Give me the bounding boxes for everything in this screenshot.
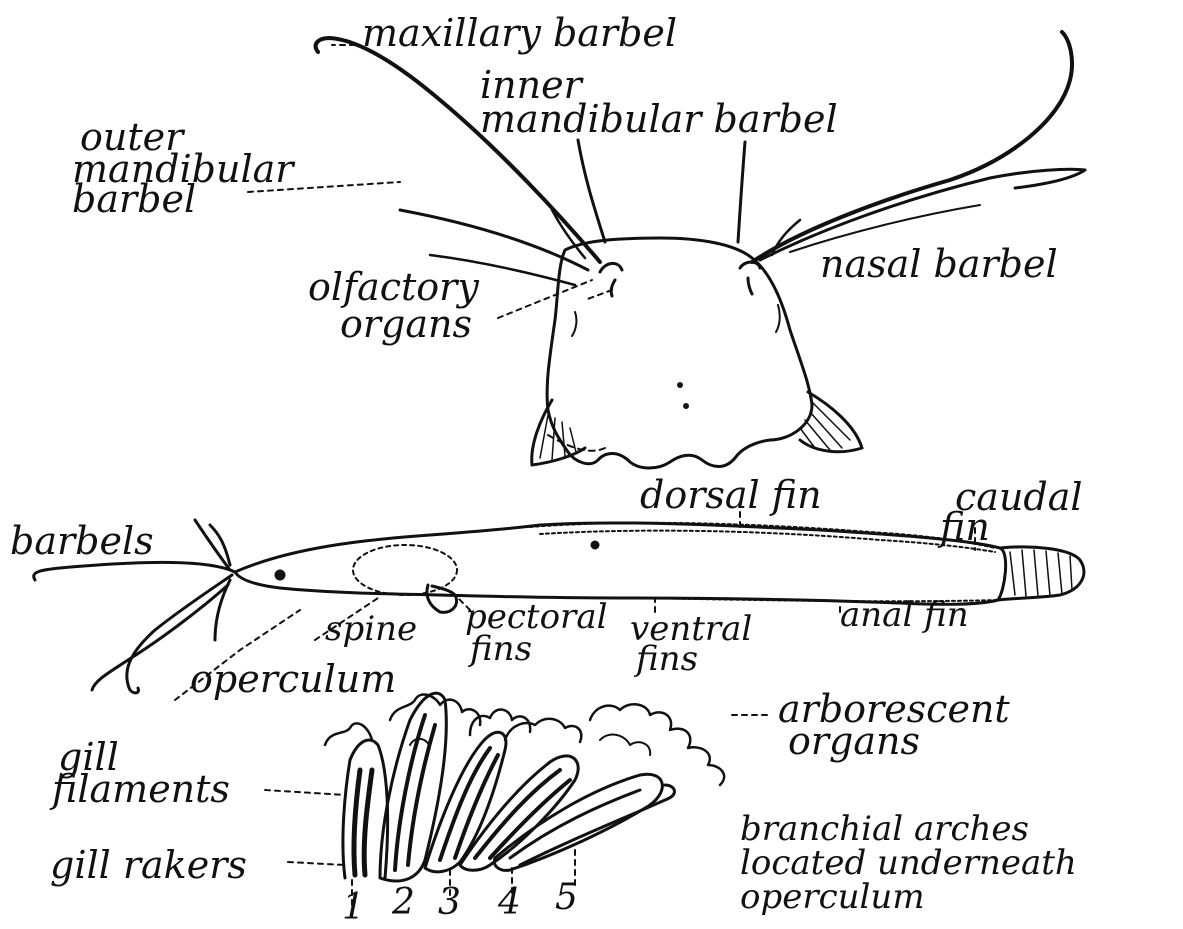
label-nasal-barbel: nasal barbel xyxy=(820,245,1058,283)
label-inner-mandibular-2: mandibular barbel xyxy=(480,100,838,138)
label-operculum-side: operculum xyxy=(190,660,396,698)
right-inner-mandibular-barbel xyxy=(738,142,745,242)
pectoral-spine xyxy=(427,585,457,612)
label-anal-fin: anal fin xyxy=(840,598,969,632)
arch-number-2: 2 xyxy=(392,885,415,921)
fish-body-outline xyxy=(235,523,1006,604)
label-olfactory-1: olfactory xyxy=(308,268,479,306)
label-spine: spine xyxy=(325,612,417,646)
fish-eye xyxy=(276,571,284,579)
label-gill-filaments-2: filaments xyxy=(52,770,230,808)
label-caudal-fin-2: fin xyxy=(940,508,990,546)
label-outer-mandibular-3: barbel xyxy=(72,180,196,218)
arborescent-organ-5 xyxy=(590,704,724,785)
arch-number-4: 4 xyxy=(498,885,521,921)
label-ventral-2: fins xyxy=(636,642,698,676)
label-arborescent-2: organs xyxy=(788,722,920,760)
left-nasal-barbel xyxy=(552,210,585,258)
left-inner-mandibular-barbel xyxy=(578,140,605,242)
label-pectoral-2: fins xyxy=(470,632,532,666)
label-branchial-1: branchial arches xyxy=(740,812,1029,846)
label-barbels: barbels xyxy=(10,522,154,560)
arborescent-organ-4 xyxy=(505,719,581,742)
right-maxillary-barbel xyxy=(752,32,1072,262)
label-maxillary-barbel: maxillary barbel xyxy=(362,14,677,52)
label-dorsal-fin: dorsal fin xyxy=(640,476,822,514)
gill-arch-2 xyxy=(380,693,446,881)
side-barbel-1 xyxy=(34,562,235,580)
arborescent-organ-2 xyxy=(390,695,480,725)
label-branchial-3: operculum xyxy=(740,880,925,914)
gill-arches xyxy=(325,693,724,881)
arch-number-1: 1 xyxy=(342,890,365,926)
label-branchial-2: located underneath xyxy=(740,846,1077,880)
right-olfactory-organ xyxy=(740,262,760,294)
head-outline xyxy=(547,238,812,468)
arch-number-5: 5 xyxy=(555,880,578,916)
left-pectoral-fin-top xyxy=(532,400,585,465)
arch-number-3: 3 xyxy=(438,885,461,921)
label-olfactory-2: organs xyxy=(340,305,472,343)
label-gill-rakers: gill rakers xyxy=(50,846,247,884)
head-cut-line xyxy=(548,435,605,451)
